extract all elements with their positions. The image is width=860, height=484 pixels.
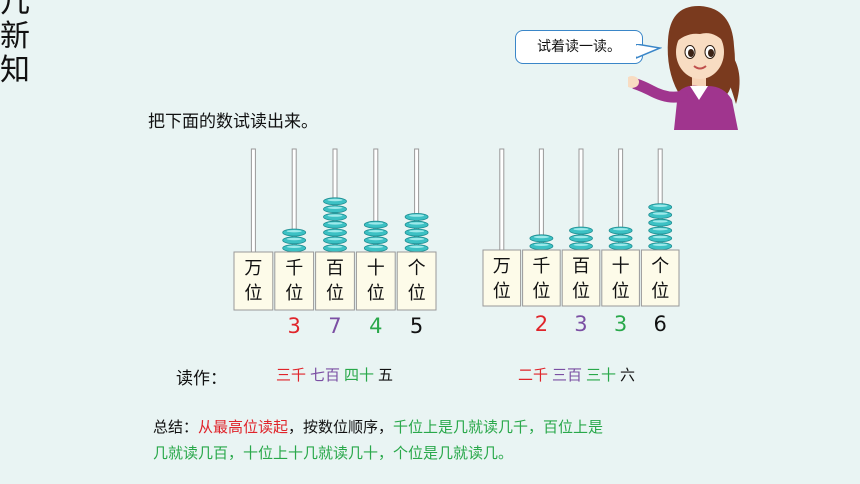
place-label-thousands: 位 [532, 281, 550, 302]
place-label-hundreds: 百 [326, 258, 344, 279]
abacus-rod-ten-thousands [250, 148, 256, 253]
speech-bubble-text: 试着读一读。 [537, 39, 621, 55]
place-label-ones: 位 [651, 281, 669, 302]
digits-right: 2 3 3 6 [482, 312, 680, 342]
place-label-ones: 位 [408, 283, 426, 304]
digit-hundreds: 7 [328, 314, 342, 338]
summary-line-2: 几就读几百，十位上十几就读几十，个位是几就读几。 [153, 444, 514, 462]
digit-ones: 5 [409, 314, 424, 338]
reading-part: 七百 [310, 366, 341, 384]
reading-part: 五 [378, 366, 394, 384]
digit-tens: 3 [613, 312, 628, 336]
abacus-rod-ten-thousands [499, 148, 505, 251]
digit-ones: 6 [653, 312, 667, 336]
place-label-thousands: 千 [285, 258, 303, 279]
side-title-char-2: 新 [0, 19, 30, 54]
reading-left: 三千七百四十五 [276, 364, 397, 385]
side-title-char-3: 知 [0, 53, 30, 88]
digit-tens: 4 [369, 314, 383, 338]
place-label-ten-thousands: 万 [493, 256, 511, 277]
place-label-thousands: 千 [532, 256, 550, 277]
place-box-ones [640, 249, 680, 307]
place-box-ones [396, 251, 437, 311]
summary-middle: ，按数位顺序， [288, 418, 394, 436]
summary-line1-rest: 千位上是几就读几千，百位上是 [393, 418, 604, 436]
summary-lead: 总结： [153, 418, 199, 436]
place-label-tens: 位 [367, 283, 385, 304]
reading-part: 三百 [552, 366, 583, 384]
place-box-tens [601, 249, 640, 307]
reading-part: 四十 [344, 366, 375, 384]
girl-illustration [628, 5, 740, 130]
place-box-hundreds [561, 249, 601, 307]
place-label-ten-thousands: 万 [244, 258, 262, 279]
summary-line-1: 总结：从最高位读起，按数位顺序，千位上是几就读几千，百位上是 [153, 414, 713, 440]
instruction-text: 把下面的数试读出来。 [148, 112, 318, 132]
place-box-thousands [274, 251, 315, 311]
reading-part: 三十 [586, 366, 617, 384]
reading-right: 二千三百三十六 [518, 364, 639, 385]
place-label-ten-thousands: 位 [493, 281, 511, 302]
side-title: 几 新 知 [0, 0, 40, 88]
place-box-ten-thousands [233, 251, 274, 311]
place-box-tens [355, 251, 396, 311]
place-box-thousands [522, 249, 561, 307]
place-box-ten-thousands [482, 249, 522, 307]
place-label-hundreds: 百 [572, 256, 590, 277]
place-label-tens: 位 [612, 281, 630, 302]
read-as-label: 读作： [176, 369, 227, 389]
place-label-tens: 十 [612, 256, 630, 277]
summary-highlight: 从最高位读起 [198, 418, 289, 436]
place-label-hundreds: 位 [572, 281, 590, 302]
summary: 总结：从最高位读起，按数位顺序，千位上是几就读几千，百位上是 几就读几百，十位上… [153, 414, 713, 466]
digit-thousands: 2 [534, 312, 549, 336]
place-label-thousands: 位 [285, 283, 303, 304]
reading-part: 三千 [276, 366, 307, 384]
digit-hundreds: 3 [574, 312, 588, 336]
speech-bubble: 试着读一读。 [515, 30, 643, 64]
place-label-tens: 十 [367, 258, 385, 279]
place-label-ones: 个 [408, 258, 426, 279]
place-label-hundreds: 位 [326, 283, 344, 304]
reading-part: 六 [620, 366, 636, 384]
speech-bubble-tail [636, 44, 662, 59]
place-box-hundreds [315, 251, 355, 311]
reading-part: 二千 [518, 366, 549, 384]
digit-thousands: 3 [287, 314, 301, 338]
place-label-ones: 个 [651, 256, 669, 277]
place-label-ten-thousands: 位 [244, 283, 262, 304]
digits-left: 3 7 4 5 [233, 314, 437, 344]
side-title-char-1: 几 [0, 0, 30, 20]
